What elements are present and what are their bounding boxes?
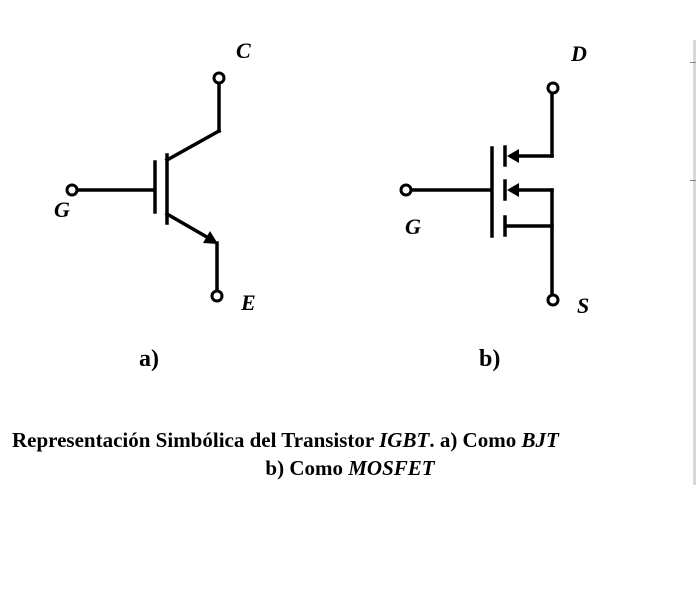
collector-label-a: C: [236, 38, 251, 63]
source-label-b: S: [577, 293, 589, 318]
caption-mid: . a) Como: [429, 428, 522, 452]
caption-line-1: Representación Simbólica del Transistor …: [12, 426, 559, 454]
source-terminal-b: [546, 293, 560, 307]
gate-label-b: G: [405, 214, 421, 239]
drain-label-b: D: [570, 41, 587, 66]
collector-diagonal-a: [164, 128, 222, 163]
drain-terminal-b: [546, 81, 560, 95]
caption-prefix: Representación Simbólica del Transistor: [12, 428, 380, 452]
caption-bjt: BJT: [521, 428, 559, 452]
caption-line2-prefix: b) Como: [265, 456, 349, 480]
caption-line-2: b) Como MOSFET: [0, 454, 696, 482]
mosfet-style-symbol: [408, 90, 554, 298]
gate-terminal-b: [399, 183, 413, 197]
caption-igbt: IGBT: [379, 428, 430, 452]
bjt-style-symbol: [74, 80, 222, 294]
gate-label-a: G: [54, 197, 70, 222]
gate-terminal-a: [65, 183, 79, 197]
emitter-diagonal-a: [164, 211, 215, 243]
right-edge-tick-top: [690, 62, 696, 63]
emitter-terminal-a: [210, 289, 224, 303]
drain-arrow-b: [507, 149, 519, 163]
emitter-arrow-a: [203, 231, 218, 244]
figure-label-a: a): [139, 346, 159, 372]
emitter-label-a: E: [240, 290, 256, 315]
collector-terminal-a: [212, 71, 226, 85]
right-edge-tick-bottom: [690, 180, 696, 181]
caption-mosfet: MOSFET: [348, 456, 435, 480]
figure-label-b: b): [479, 346, 500, 372]
right-edge-scrollbar[interactable]: [693, 40, 696, 485]
body-arrow-b: [507, 183, 519, 197]
